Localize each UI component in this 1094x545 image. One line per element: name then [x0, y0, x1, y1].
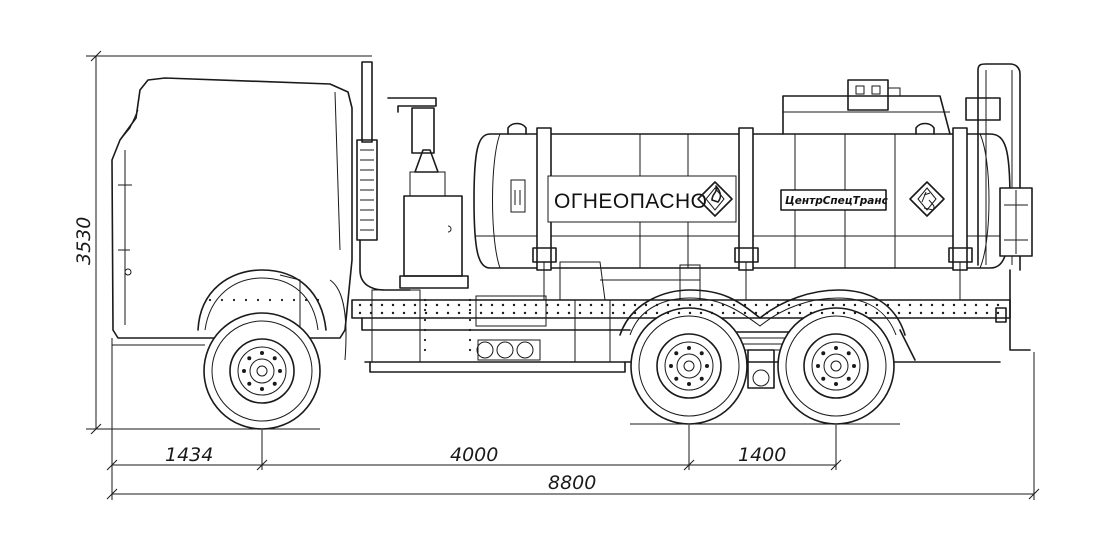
front-wheel — [203, 312, 321, 430]
rear-axle-spacing-label: 1400 — [738, 444, 786, 466]
environment-hazard-icon — [909, 181, 945, 217]
rear-wheel-1 — [630, 307, 748, 425]
flammable-hazard-icon — [697, 181, 733, 217]
cab — [111, 77, 353, 346]
exhaust-stack — [356, 61, 411, 291]
manufacturer-logo: ЦентрСпецТранс — [785, 195, 889, 207]
pump-column — [387, 97, 469, 289]
overall-length-label: 8800 — [548, 472, 596, 494]
rear-wheel-2 — [777, 307, 895, 425]
rear-fender — [619, 289, 916, 361]
wheelbase-label: 4000 — [450, 444, 498, 466]
wheel-lug-nuts — [242, 346, 856, 391]
height-dimension-label: 3530 — [73, 217, 95, 265]
height-dimension: 3530 — [73, 50, 372, 435]
warning-label: ОГНЕОПАСНО — [554, 190, 708, 213]
length-dimensions: 1434 4000 1400 8800 — [106, 345, 1040, 500]
tank: ОГНЕОПАСНО ЦентрСпецТранс — [473, 63, 1033, 351]
rivet-dots — [208, 298, 1000, 352]
front-overhang-label: 1434 — [165, 444, 213, 466]
